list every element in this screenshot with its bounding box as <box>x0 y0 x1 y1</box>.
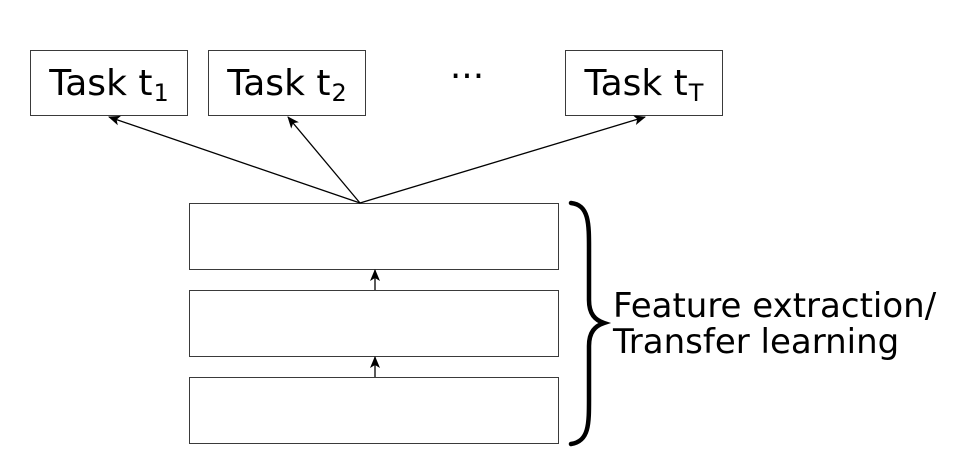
side-label-line-1: Feature extraction/ <box>613 286 937 326</box>
arrow-to-task-T <box>359 115 646 204</box>
task-subscript-T: T <box>688 79 704 107</box>
feature-extraction-label: Feature extraction/ Transfer learning <box>613 288 936 360</box>
side-label-line-2: Transfer learning <box>613 322 900 362</box>
task-label-T: Task t <box>584 62 688 104</box>
task-ellipsis: ··· <box>449 56 485 97</box>
task-subscript-2: 2 <box>331 79 347 107</box>
curly-brace <box>568 200 612 447</box>
task-label-1: Task t <box>49 62 153 104</box>
layer-box-bottom <box>189 377 559 444</box>
arrow-to-task-2 <box>287 116 361 204</box>
arrow-to-task-1 <box>108 115 361 204</box>
task-label-2: Task t <box>227 62 331 104</box>
task-subscript-1: 1 <box>153 79 169 107</box>
layer-box-top <box>189 203 559 270</box>
layer-box-middle <box>189 290 559 357</box>
